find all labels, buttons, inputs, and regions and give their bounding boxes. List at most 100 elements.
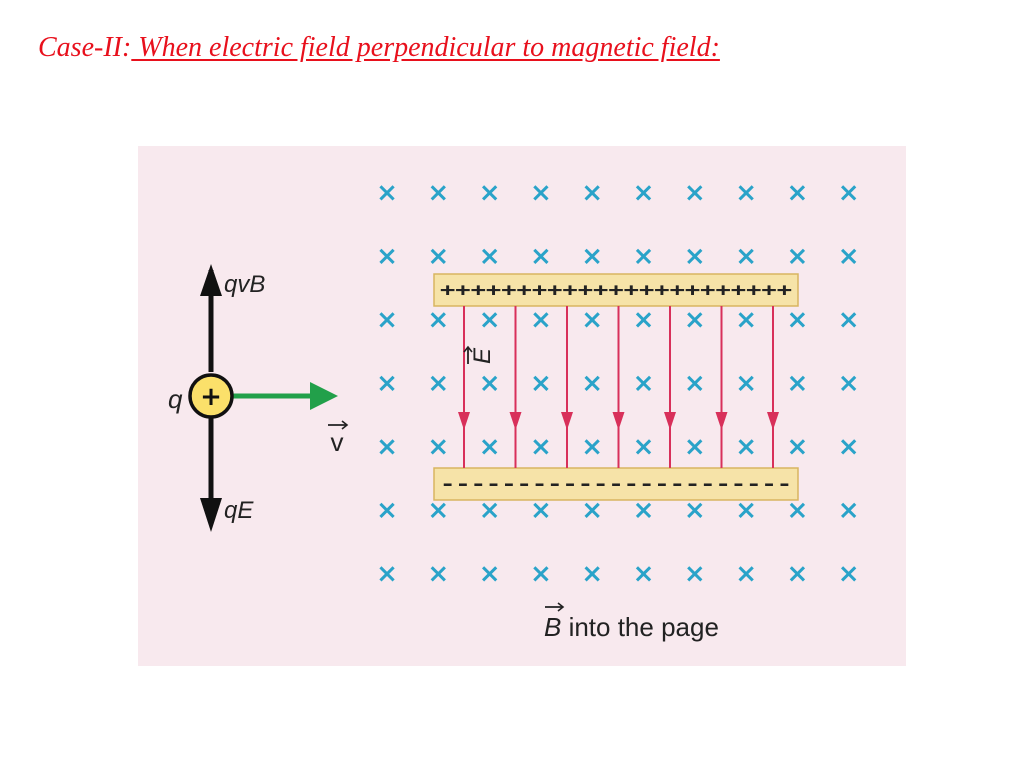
- electric-force-label: qE: [224, 497, 254, 524]
- field-cross-mark: ×: [530, 369, 552, 399]
- svg-text:B into the page: B into the page: [544, 612, 719, 642]
- field-cross-mark: ×: [530, 242, 552, 272]
- electric-field-symbol: E: [469, 347, 496, 364]
- velocity-symbol: v: [331, 427, 344, 457]
- magnetic-field-symbol: B: [544, 612, 561, 642]
- field-cross-mark: ×: [735, 242, 757, 272]
- field-cross-mark: ×: [479, 369, 501, 399]
- field-cross-mark: ×: [735, 305, 757, 335]
- field-cross-mark: ×: [479, 496, 501, 526]
- positive-charge: +: [188, 373, 234, 419]
- field-cross-mark: ×: [684, 432, 706, 462]
- field-cross-mark: ×: [581, 559, 603, 589]
- field-cross-mark: ×: [787, 242, 809, 272]
- field-cross-mark: ×: [479, 305, 501, 335]
- charge-label: q: [168, 384, 183, 414]
- field-cross-mark: ×: [633, 178, 655, 208]
- field-cross-mark: ×: [376, 178, 398, 208]
- velocity-label: v: [328, 420, 349, 457]
- field-cross-mark: ×: [581, 178, 603, 208]
- field-cross-mark: ×: [787, 432, 809, 462]
- field-cross-mark: ×: [735, 559, 757, 589]
- positive-charges: +++++++++++++++++++++++: [440, 280, 792, 301]
- field-cross-mark: ×: [633, 242, 655, 272]
- crossed-fields-diagram: × × × × × × × × × × × × × × × × × × × × × × × × × × × × × × × × × × × × × × × ×…: [138, 146, 906, 666]
- field-cross-mark: ×: [530, 559, 552, 589]
- slide-title: When electric field perpendicular to mag…: [131, 32, 720, 63]
- field-cross-mark: ×: [581, 242, 603, 272]
- field-cross-mark: ×: [633, 559, 655, 589]
- field-cross-mark: ×: [427, 178, 449, 208]
- field-line-arrowhead: [561, 412, 573, 430]
- field-cross-mark: ×: [530, 496, 552, 526]
- field-cross-mark: ×: [427, 369, 449, 399]
- field-cross-mark: ×: [684, 305, 706, 335]
- field-cross-mark: ×: [376, 496, 398, 526]
- field-cross-mark: ×: [684, 242, 706, 272]
- electric-field-label: E: [463, 345, 496, 364]
- field-cross-mark: ×: [684, 369, 706, 399]
- field-cross-mark: ×: [530, 305, 552, 335]
- field-cross-mark: ×: [787, 305, 809, 335]
- field-cross-mark: ×: [787, 178, 809, 208]
- negative-charges: -----------------------: [440, 474, 792, 495]
- diagram-canvas: × × × × × × × × × × × × × × × × × × × × × × × × × × × × × × × × × × × × × × × ×…: [168, 178, 860, 642]
- field-cross-mark: ×: [633, 432, 655, 462]
- field-cross-mark: ×: [838, 305, 860, 335]
- field-cross-mark: ×: [684, 496, 706, 526]
- field-cross-mark: ×: [581, 369, 603, 399]
- field-cross-mark: ×: [787, 369, 809, 399]
- field-cross-mark: ×: [684, 178, 706, 208]
- field-cross-mark: ×: [838, 242, 860, 272]
- field-cross-mark: ×: [838, 496, 860, 526]
- field-cross-mark: ×: [376, 242, 398, 272]
- positive-plate: +++++++++++++++++++++++: [433, 273, 799, 307]
- field-cross-mark: ×: [530, 432, 552, 462]
- field-cross-mark: ×: [581, 432, 603, 462]
- velocity-arrowhead: [310, 382, 338, 410]
- field-line-arrowhead: [509, 412, 522, 430]
- field-cross-mark: ×: [427, 432, 449, 462]
- charge-sign: +: [200, 382, 222, 412]
- field-cross-mark: ×: [838, 559, 860, 589]
- magnetic-field-text: into the page: [561, 612, 719, 642]
- magnetic-force-arrowhead: [200, 264, 222, 296]
- field-cross-mark: ×: [427, 242, 449, 272]
- field-line-arrowhead: [715, 412, 728, 430]
- field-cross-mark: ×: [633, 496, 655, 526]
- electric-field-lines: [458, 306, 779, 468]
- negative-plate: -----------------------: [433, 467, 799, 501]
- field-cross-mark: ×: [376, 369, 398, 399]
- field-cross-mark: ×: [479, 432, 501, 462]
- field-cross-mark: ×: [581, 496, 603, 526]
- field-cross-mark: ×: [530, 178, 552, 208]
- field-line-arrowhead: [767, 412, 779, 430]
- field-cross-mark: ×: [838, 432, 860, 462]
- field-cross-mark: ×: [376, 559, 398, 589]
- field-cross-mark: ×: [581, 305, 603, 335]
- field-cross-mark: ×: [735, 496, 757, 526]
- field-line-arrowhead: [664, 412, 676, 430]
- case-label: Case-II:: [38, 32, 132, 63]
- field-cross-mark: ×: [427, 496, 449, 526]
- field-cross-mark: ×: [787, 559, 809, 589]
- field-cross-mark: ×: [838, 369, 860, 399]
- field-cross-mark: ×: [684, 559, 706, 589]
- field-cross-mark: ×: [479, 242, 501, 272]
- electric-force-arrowhead: [200, 498, 222, 532]
- field-cross-mark: ×: [427, 559, 449, 589]
- field-cross-mark: ×: [735, 178, 757, 208]
- field-cross-mark: ×: [427, 305, 449, 335]
- field-cross-mark: ×: [479, 559, 501, 589]
- slide-heading: Case-II: When electric field perpendicul…: [38, 34, 720, 62]
- field-line-arrowhead: [612, 412, 625, 430]
- magnetic-force-label: qvB: [224, 271, 265, 298]
- field-cross-mark: ×: [787, 496, 809, 526]
- field-cross-mark: ×: [479, 178, 501, 208]
- field-cross-mark: ×: [838, 178, 860, 208]
- field-cross-mark: ×: [735, 432, 757, 462]
- magnetic-field-caption: B into the page: [544, 602, 719, 642]
- field-cross-mark: ×: [376, 432, 398, 462]
- field-cross-mark: ×: [633, 305, 655, 335]
- field-line-arrowhead: [458, 412, 470, 430]
